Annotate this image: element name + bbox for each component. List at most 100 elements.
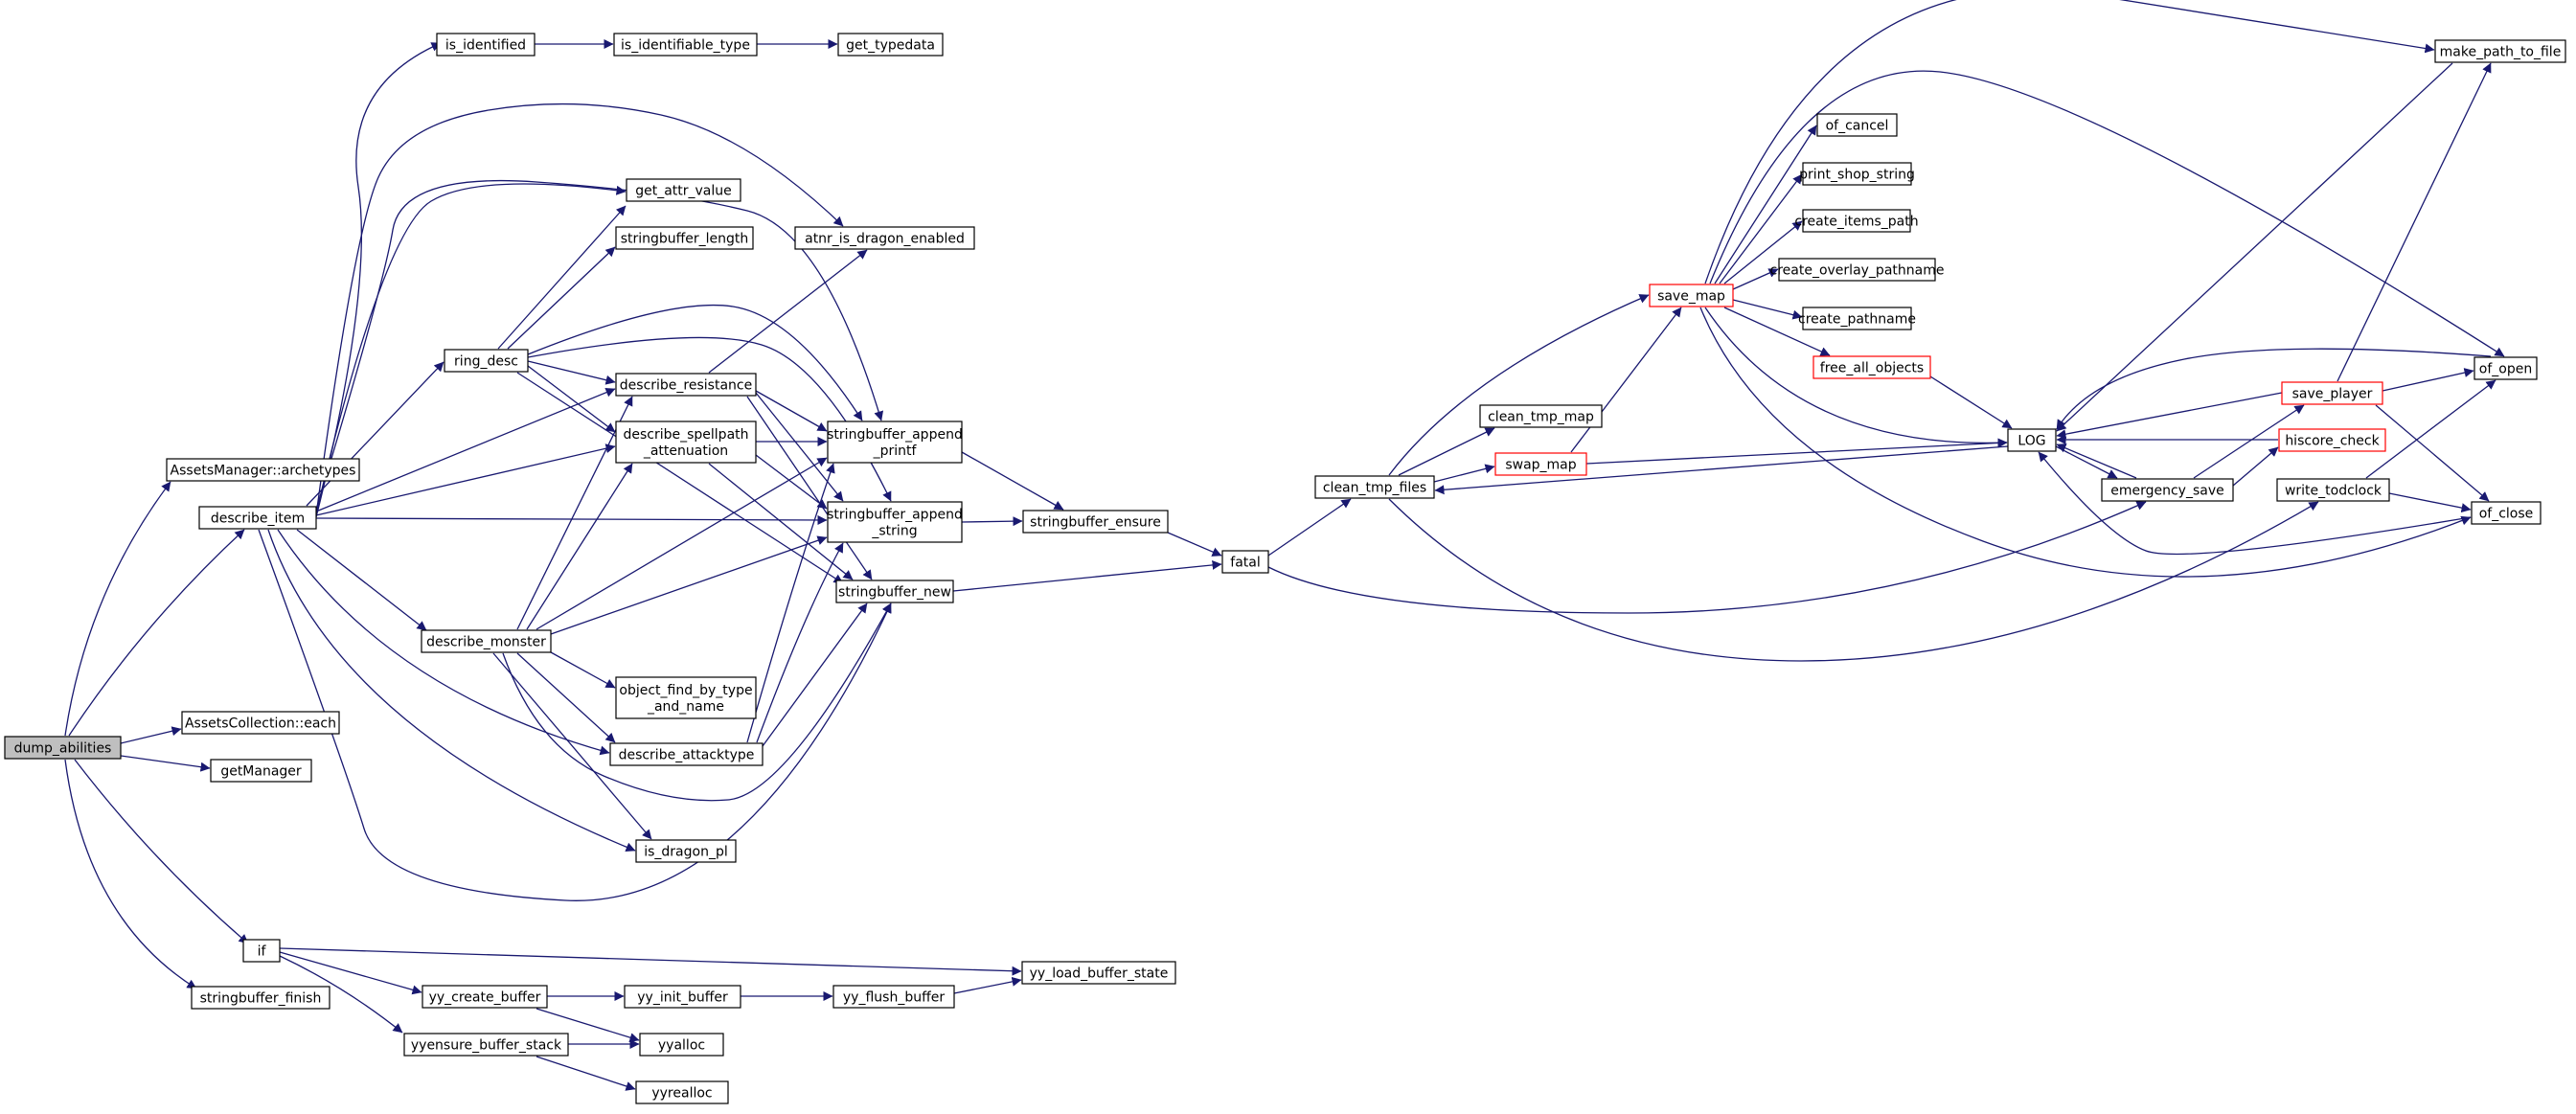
node-box [191,986,331,1010]
node-box [2276,478,2390,502]
node-AssetsManager_archetypes[interactable]: AssetsManager::archetypes [166,458,360,482]
edge-ring_desc-to-stringbuffer_append_printf [527,304,863,421]
node-box [1479,404,1603,428]
node-is_identified[interactable]: is_identified [436,33,536,57]
node-get_typedata[interactable]: get_typedata [837,33,944,57]
node-label: yy_init_buffer [637,990,728,1006]
node-label: stringbuffer_append [827,427,963,443]
edge-stringbuffer_new-to-fatal [952,559,1222,592]
node-write_todclock[interactable]: write_todclock [2276,478,2390,502]
edge-fatal-to-emergency_save [1267,501,2147,614]
node-get_attr_value[interactable]: get_attr_value [626,178,741,202]
node-hiscore_check[interactable]: hiscore_check [2278,428,2386,452]
edge-if-to-yy_load_buffer_state [279,947,1022,976]
node-yy_create_buffer[interactable]: yy_create_buffer [422,985,548,1009]
node-box [1802,162,1912,186]
node-create_pathname[interactable]: create_pathname [1798,307,1916,330]
node-create_overlay_pathname[interactable]: create_overlay_pathname [1770,258,1945,282]
node-stringbuffer_new[interactable]: stringbuffer_new [835,580,954,603]
node-of_cancel[interactable]: of_cancel [1816,113,1898,137]
node-label: stringbuffer_new [838,585,951,601]
edge-dump_abilities-to-if [74,759,249,944]
node-label: make_path_to_file [2440,45,2562,60]
node-describe_spellpath_attenuation[interactable]: describe_spellpath_attenuation [615,421,757,464]
node-ring_desc[interactable]: ring_desc [444,349,529,373]
node-describe_resistance[interactable]: describe_resistance [615,373,757,397]
edge-emergency_save-to-save_player [2193,404,2305,479]
edge-emergency_save-to-hiscore_check [2232,446,2279,487]
edge-save_map-to-create_items_path [1723,220,1803,284]
edge-describe_item-to-ring_desc [306,361,445,507]
node-clean_tmp_files[interactable]: clean_tmp_files [1314,475,1435,499]
node-stringbuffer_finish[interactable]: stringbuffer_finish [191,986,331,1010]
node-label: clean_tmp_files [1323,481,1426,496]
node-box [181,711,340,735]
node-box [832,985,955,1009]
edge-of_close-to-LOG [2038,451,2472,556]
edge-describe_resistance-to-stringbuffer_append_string [755,392,844,502]
node-box [1022,510,1169,534]
node-yy_flush_buffer[interactable]: yy_flush_buffer [832,985,955,1009]
node-clean_tmp_map[interactable]: clean_tmp_map [1479,404,1603,428]
node-swap_map[interactable]: swap_map [1494,452,1587,476]
node-label: is_identified [445,38,526,54]
node-fatal[interactable]: fatal [1221,550,1269,574]
node-box [835,580,954,603]
node-is_dragon_pl[interactable]: is_dragon_pl [635,839,737,863]
node-save_map[interactable]: save_map [1649,284,1734,307]
node-free_all_objects[interactable]: free_all_objects [1812,355,1931,379]
node-box [1802,209,1911,233]
node-describe_monster[interactable]: describe_monster [421,629,552,653]
edge-LOG-to-emergency_save [2055,445,2118,479]
node-AssetsCollection_each[interactable]: AssetsCollection::each [181,711,340,735]
edge-free_all_objects-to-LOG [1929,375,2013,429]
node-yyrealloc[interactable]: yyrealloc [635,1080,729,1104]
node-create_items_path[interactable]: create_items_path [1794,209,1919,233]
node-yyensure_buffer_stack[interactable]: yyensure_buffer_stack [403,1033,569,1057]
node-box [615,676,757,719]
edge-ring_desc-to-get_attr_value [497,205,627,350]
node-dump_abilities[interactable]: dump_abilities [4,736,122,760]
node-stringbuffer_append_string[interactable]: stringbuffer_append_string [827,501,963,543]
edge-of_open-to-LOG [2056,348,2492,430]
node-yy_load_buffer_state[interactable]: yy_load_buffer_state [1021,961,1176,985]
edge-if-to-yyensure_buffer_stack [279,955,403,1034]
node-describe_item[interactable]: describe_item [198,506,317,530]
node-stringbuffer_length[interactable]: stringbuffer_length [615,226,754,250]
edges-layer [64,0,2505,1091]
edge-describe_attacktype-to-stringbuffer_new [762,602,868,747]
node-save_player[interactable]: save_player [2281,381,2383,405]
node-box [837,33,944,57]
node-LOG[interactable]: LOG [2007,428,2057,452]
node-box [1802,307,1912,330]
node-of_close[interactable]: of_close [2471,501,2542,525]
node-label: is_dragon_pl [644,845,728,860]
node-is_identifiable_type[interactable]: is_identifiable_type [613,33,758,57]
node-object_find_by_type_and_name[interactable]: object_find_by_type_and_name [615,676,757,719]
edge-describe_monster-to-object_find_by_type_and_name [550,651,616,689]
node-emergency_save[interactable]: emergency_save [2101,478,2234,502]
node-label: yyrealloc [651,1086,712,1102]
node-atnr_is_dragon_enabled[interactable]: atnr_is_dragon_enabled [794,226,975,250]
edge-save_map-to-LOG [1704,307,2008,448]
node-getManager[interactable]: getManager [210,759,312,783]
edge-ring_desc-to-stringbuffer_length [507,246,616,350]
edge-save_map-to-create_pathname [1732,299,1803,320]
node-stringbuffer_append_printf[interactable]: stringbuffer_append_printf [827,421,963,464]
node-stringbuffer_ensure[interactable]: stringbuffer_ensure [1022,510,1169,534]
node-box [444,349,529,373]
node-describe_attacktype[interactable]: describe_attacktype [609,742,764,766]
node-yyalloc[interactable]: yyalloc [639,1033,724,1057]
edge-describe_spellpath_attenuation-to-stringbuffer_new [708,463,854,580]
node-box [624,985,741,1009]
node-box [2007,428,2057,452]
node-if[interactable]: if [242,939,281,963]
node-label: get_attr_value [635,184,732,199]
node-of_open[interactable]: of_open [2473,356,2538,380]
node-make_path_to_file[interactable]: make_path_to_file [2434,39,2566,63]
edge-dump_abilities-to-getManager [120,755,211,772]
node-print_shop_string[interactable]: print_shop_string [1799,162,1915,186]
node-box [422,985,548,1009]
node-yy_init_buffer[interactable]: yy_init_buffer [624,985,741,1009]
node-label: describe_spellpath [623,427,748,443]
